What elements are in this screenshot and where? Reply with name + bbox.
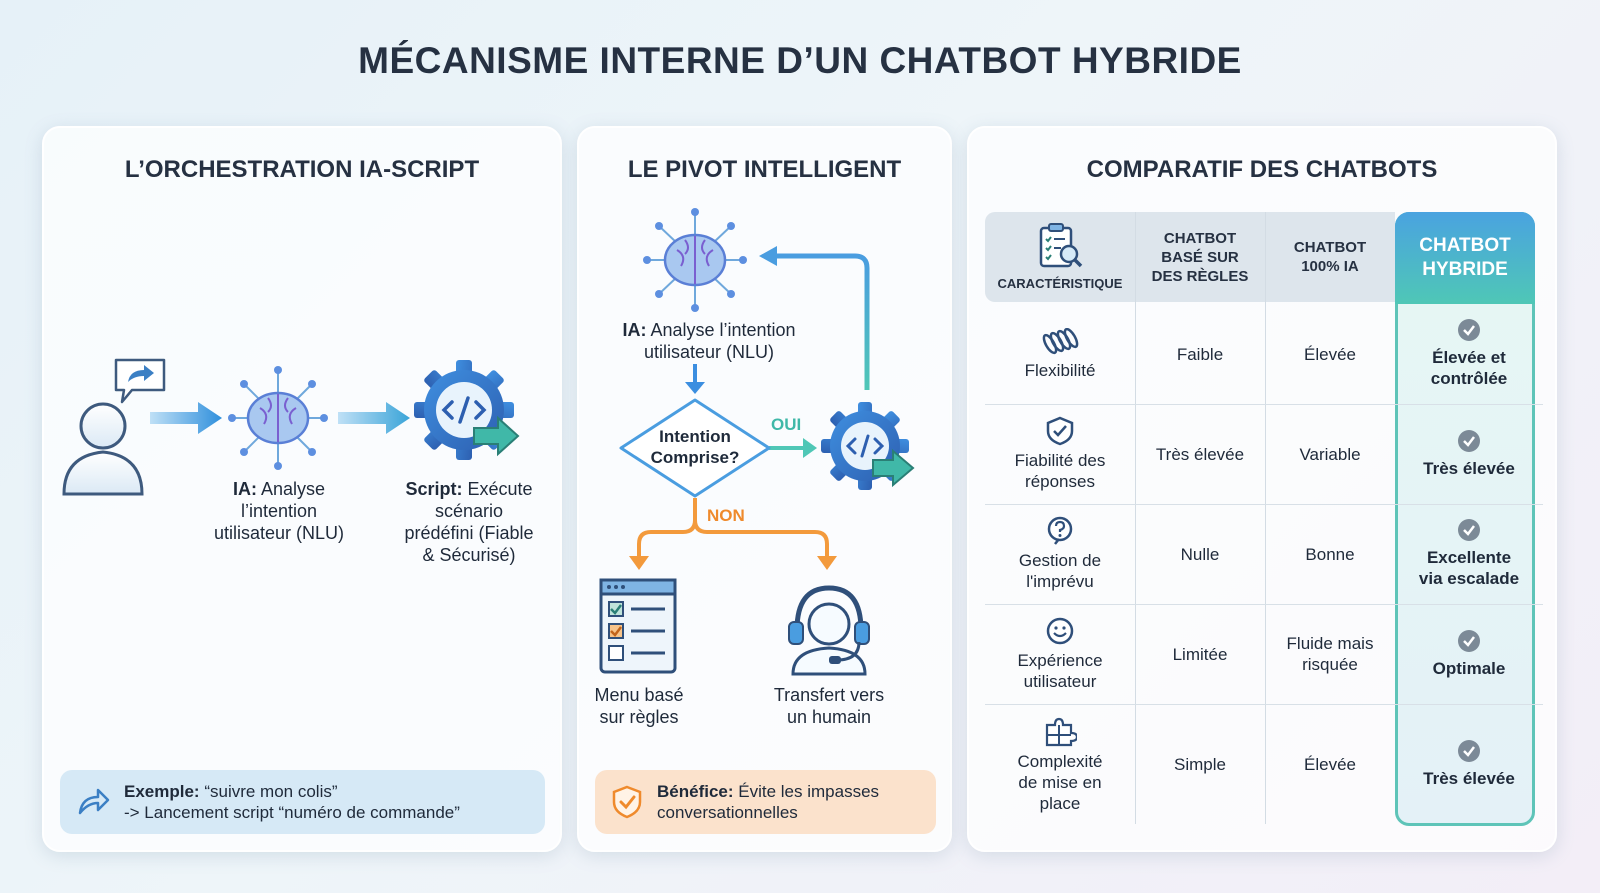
feature-cell: Flexibilité [985, 304, 1135, 404]
orchestration-title: L’ORCHESTRATION IA-SCRIPT [124, 156, 480, 183]
pivot-ia-description: IA: Analyse l’intention utilisateur (NLU… [622, 320, 796, 362]
check-icon [1458, 739, 1480, 762]
feature-cell: Complexité de mise en place [985, 704, 1135, 824]
rules-cell: Limitée [1172, 644, 1228, 664]
script-gear-icon [821, 402, 915, 490]
checklist-menu-icon [599, 578, 677, 674]
table-row: Fiabilité des réponses Très élevée Varia… [985, 404, 1543, 504]
puzzle-icon [1045, 717, 1077, 746]
ai-brain-icon [643, 208, 747, 312]
user-icon [62, 402, 144, 496]
menu-label: Menu basé sur règles [594, 685, 684, 727]
pivot-title: LE PIVOT INTELLIGENT [627, 156, 902, 183]
example-box: Exemple: “suivre mon colis” -> Lancement… [60, 770, 545, 834]
header-ai: CHATBOT 100% IA [1293, 239, 1367, 275]
header-feature: CARACTÉRISTIQUE [985, 212, 1135, 302]
no-label: NON [707, 506, 745, 525]
hybrid-cell: Optimale [1395, 604, 1543, 704]
example-text: Exemple: “suivre mon colis” -> Lancement… [124, 782, 460, 822]
question-icon [1047, 516, 1073, 545]
check-icon [1458, 629, 1480, 652]
smiley-icon [1046, 617, 1074, 645]
yes-label: OUI [771, 415, 802, 434]
ai-cell: Élevée [1304, 344, 1356, 364]
table-row: Complexité de mise en place Simple Élevé… [985, 704, 1543, 824]
flow-lines [619, 246, 870, 570]
flow-arrow-icon [338, 402, 410, 434]
flow-arrow-icon [150, 402, 222, 434]
orchestration-panel: L’ORCHESTRATION IA-SCRIPT [42, 126, 562, 852]
ai-cell: Bonne [1305, 544, 1355, 564]
ai-cell: Fluide mais risquée [1286, 634, 1374, 674]
benefit-text: Bénéfice: Évite les impasses conversatio… [657, 782, 880, 822]
shield-check-icon [612, 785, 642, 819]
share-arrow-icon [78, 788, 110, 815]
pivot-panel: LE PIVOT INTELLIGENT IA: Analyse l’inten… [577, 126, 952, 852]
hybrid-cell: Très élevée [1395, 704, 1543, 824]
ia-description: IA: Analyse l’intention utilisateur (NLU… [213, 479, 345, 543]
rules-cell: Nulle [1180, 544, 1220, 564]
shield-check-icon [1046, 416, 1074, 446]
human-agent-icon [788, 585, 870, 676]
ai-cell: Élevée [1304, 754, 1356, 774]
table-row: Flexibilité Faible Élevée Élevée et cont… [985, 304, 1543, 404]
table-row: Expérience utilisateur Limitée Fluide ma… [985, 604, 1543, 704]
check-icon [1458, 319, 1480, 341]
hybrid-cell: Excellente via escalade [1395, 504, 1543, 604]
feature-cell: Gestion de l'imprévu [985, 504, 1135, 604]
table-header-row: CARACTÉRISTIQUE CHATBOT BASÉ SUR DES RÈG… [985, 212, 1543, 302]
share-bubble-icon [114, 358, 166, 404]
table-row: Gestion de l'imprévu Nulle Bonne Excelle… [985, 504, 1543, 604]
ai-cell: Variable [1299, 444, 1361, 464]
rules-cell: Simple [1174, 754, 1226, 774]
header-hybrid-spacer [1395, 212, 1543, 302]
benefit-box: Bénéfice: Évite les impasses conversatio… [595, 770, 936, 834]
script-description: Script: Exécute scénario prédéfini (Fiab… [404, 479, 534, 565]
human-label: Transfert vers un humain [773, 685, 885, 727]
header-rules: CHATBOT BASÉ SUR DES RÈGLES [1151, 229, 1249, 285]
feature-cell: Expérience utilisateur [985, 604, 1135, 704]
feature-cell: Fiabilité des réponses [985, 404, 1135, 504]
clipboard-search-icon [1039, 222, 1083, 267]
rules-cell: Faible [1176, 344, 1224, 364]
hybrid-cell: Élevée et contrôlée [1395, 304, 1543, 404]
check-icon [1458, 429, 1480, 452]
page-title: MÉCANISME INTERNE D’UN CHATBOT HYBRIDE [358, 40, 1242, 81]
comparison-title: COMPARATIF DES CHATBOTS [1086, 156, 1438, 183]
decision-text: Intention Comprise? [650, 427, 740, 467]
rules-cell: Très élevée [1155, 444, 1245, 464]
ai-brain-icon [228, 366, 328, 470]
spring-icon [1042, 327, 1079, 354]
check-icon [1458, 519, 1480, 541]
script-gear-icon [414, 360, 520, 460]
hybrid-cell: Très élevée [1395, 404, 1543, 504]
